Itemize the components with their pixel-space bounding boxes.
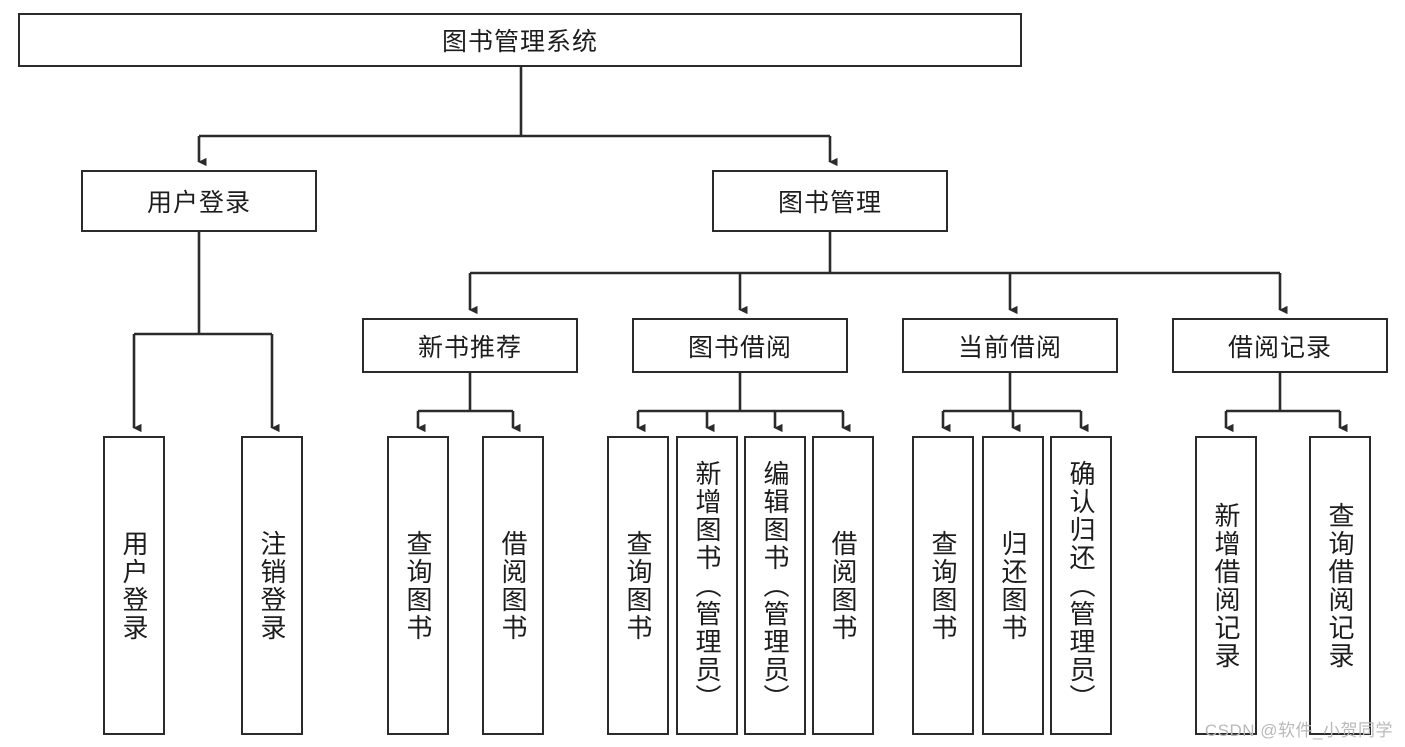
node-root[interactable]: 图书管理系统 — [18, 13, 1022, 67]
node-leaf-query-record-label: 查询借阅记录 — [1325, 501, 1356, 670]
node-leaf-confirm-return-label: 确认归还（管理员） — [1066, 459, 1097, 712]
node-book-borrow[interactable]: 图书借阅 — [632, 318, 848, 373]
node-root-label: 图书管理系统 — [441, 28, 598, 56]
node-borrow-record[interactable]: 借阅记录 — [1172, 318, 1388, 373]
node-leaf-edit-book[interactable]: 编辑图书（管理员） — [744, 436, 806, 735]
node-borrow-record-label: 借阅记录 — [1227, 333, 1332, 362]
node-leaf-query-book-1-label: 查询图书 — [403, 529, 434, 642]
node-leaf-borrow-book-1-label: 借阅图书 — [498, 529, 529, 642]
node-leaf-query-book-1[interactable]: 查询图书 — [387, 436, 449, 735]
node-leaf-add-book-label: 新增图书（管理员） — [692, 459, 723, 712]
node-leaf-borrow-book-2[interactable]: 借阅图书 — [812, 436, 874, 735]
node-book-borrow-label: 图书借阅 — [687, 333, 792, 362]
watermark-label: CSDN @软件_小贺同学 — [1204, 721, 1393, 740]
node-leaf-return-book[interactable]: 归还图书 — [982, 436, 1044, 735]
node-leaf-borrow-book-1[interactable]: 借阅图书 — [482, 436, 544, 735]
node-leaf-add-book[interactable]: 新增图书（管理员） — [676, 436, 738, 735]
node-leaf-logout[interactable]: 注销登录 — [241, 436, 303, 735]
node-new-book-recommend-label: 新书推荐 — [417, 333, 522, 362]
node-leaf-confirm-return[interactable]: 确认归还（管理员） — [1050, 436, 1112, 735]
node-new-book-recommend[interactable]: 新书推荐 — [362, 318, 578, 373]
node-book-manage-label: 图书管理 — [777, 189, 882, 217]
node-leaf-query-record[interactable]: 查询借阅记录 — [1309, 436, 1371, 735]
node-leaf-user-login[interactable]: 用户登录 — [103, 436, 165, 735]
node-leaf-query-book-3[interactable]: 查询图书 — [912, 436, 974, 735]
node-leaf-add-record-label: 新增借阅记录 — [1211, 501, 1242, 670]
node-leaf-user-login-label: 用户登录 — [119, 529, 150, 642]
node-user-login[interactable]: 用户登录 — [81, 170, 317, 232]
node-leaf-logout-label: 注销登录 — [257, 529, 288, 642]
node-leaf-query-book-2[interactable]: 查询图书 — [607, 436, 669, 735]
node-current-borrow[interactable]: 当前借阅 — [902, 318, 1118, 373]
node-leaf-borrow-book-2-label: 借阅图书 — [828, 529, 859, 642]
node-user-login-label: 用户登录 — [146, 189, 251, 217]
node-leaf-query-book-2-label: 查询图书 — [623, 529, 654, 642]
node-leaf-add-record[interactable]: 新增借阅记录 — [1195, 436, 1257, 735]
node-leaf-query-book-3-label: 查询图书 — [928, 529, 959, 642]
node-current-borrow-label: 当前借阅 — [957, 333, 1062, 362]
node-leaf-return-book-label: 归还图书 — [998, 529, 1029, 642]
node-leaf-edit-book-label: 编辑图书（管理员） — [760, 459, 791, 712]
node-book-manage[interactable]: 图书管理 — [712, 170, 948, 232]
